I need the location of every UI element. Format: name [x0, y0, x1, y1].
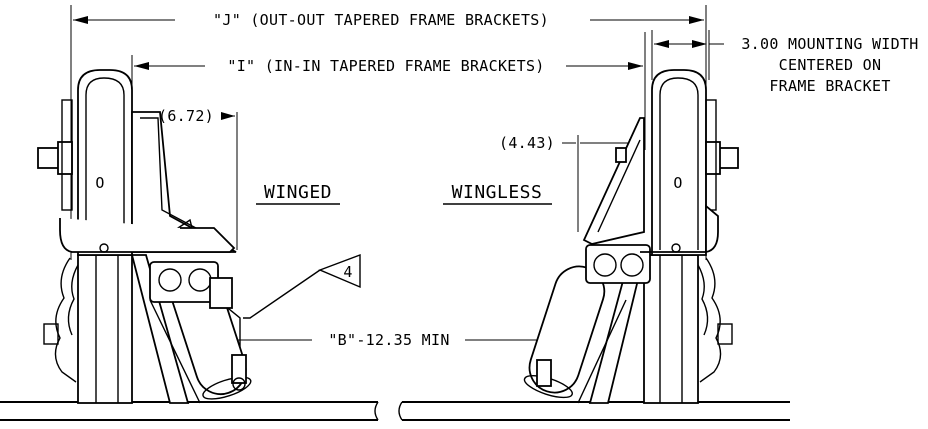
- mounting-width-line-3: FRAME BRACKET: [769, 77, 890, 95]
- wingless-assembly: O: [523, 69, 739, 404]
- winged-view-label: WINGED: [264, 182, 332, 203]
- wingless-offset-label: (4.43): [499, 134, 555, 152]
- frame-rail-left: [0, 401, 379, 421]
- dimension-j-label: "J" (OUT-OUT TAPERED FRAME BRACKETS): [213, 11, 549, 29]
- frame-rail-right: [398, 401, 790, 421]
- winged-assembly: O: [37, 69, 252, 404]
- winged-offset-label: (6.72): [158, 107, 214, 125]
- dimension-i: "I" (IN-IN TAPERED FRAME BRACKETS): [131, 32, 646, 150]
- dimension-j: "J" (OUT-OUT TAPERED FRAME BRACKETS): [70, 5, 707, 260]
- wingless-view-label: WINGLESS: [452, 182, 543, 203]
- dimension-i-label: "I" (IN-IN TAPERED FRAME BRACKETS): [227, 57, 544, 75]
- dimension-b: "B"-12.35 MIN: [200, 331, 578, 349]
- dimension-mounting-width: 3.00 MOUNTING WIDTH CENTERED ON FRAME BR…: [651, 30, 918, 95]
- wingless-bracket-hole: O: [673, 174, 682, 192]
- b-dimension-label: "B"-12.35 MIN: [328, 331, 449, 349]
- mounting-width-line-2: CENTERED ON: [779, 56, 882, 74]
- winged-bracket-hole: O: [95, 174, 104, 192]
- mounting-width-line-1: 3.00 MOUNTING WIDTH: [741, 35, 918, 53]
- callout-number: 4: [343, 263, 352, 281]
